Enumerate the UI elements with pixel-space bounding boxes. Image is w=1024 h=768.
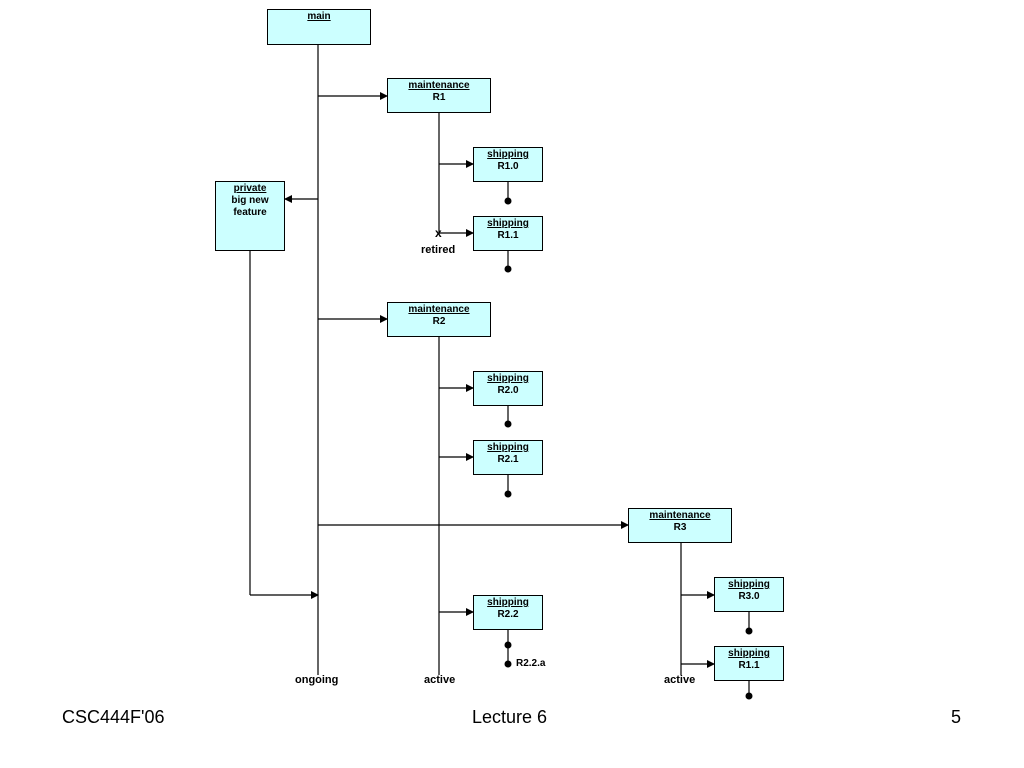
maint-r3-version: R3 [673,522,687,533]
active-r3-label: active [664,674,696,686]
maint-r2-box: maintenance R2 [387,302,491,337]
private-desc: big new feature [231,195,269,218]
maint-r2-version: R2 [432,316,446,327]
ship-r311-end-dot [745,692,753,700]
ship-r20-title: shipping [487,373,529,384]
ship-r10-version: R1.0 [497,161,519,172]
main-branch-box: main [267,9,371,45]
ship-r11-box: shipping R1.1 [473,216,543,251]
course-footer: CSC444F'06 [62,707,165,727]
ongoing-label: ongoing [295,674,339,686]
ship-r20-version: R2.0 [497,385,519,396]
ship-r21-version: R2.1 [497,454,519,465]
ship-r3-r11-box: shipping R1.1 [714,646,784,681]
ship-r22-version: R2.2 [497,609,519,620]
ship-r11-end-dot [504,265,512,273]
active-r2-label: active [424,674,456,686]
maint-r1-box: maintenance R1 [387,78,491,113]
ship-r22-box: shipping R2.2 [473,595,543,630]
r22a-label: R2.2.a [516,658,546,669]
ship-r21-end-dot [504,490,512,498]
retired-label: retired [421,244,456,256]
ship-r30-version: R3.0 [738,591,760,602]
maint-r3-title: maintenance [649,510,711,521]
ship-r30-end-dot [745,627,753,635]
ship-r22a-dot [504,660,512,668]
ship-r10-box: shipping R1.0 [473,147,543,182]
ship-r21-title: shipping [487,442,529,453]
maint-r3-box: maintenance R3 [628,508,732,543]
ship-r21-box: shipping R2.1 [473,440,543,475]
main-branch-title: main [307,11,331,22]
maint-r2-title: maintenance [408,304,470,315]
ship-r10-end-dot [504,197,512,205]
ship-r20-box: shipping R2.0 [473,371,543,406]
ship-r30-title: shipping [728,579,770,590]
page-number: 5 [951,707,962,727]
maint-r1-title: maintenance [408,80,470,91]
ship-r11-title: shipping [487,218,529,229]
ship-r22-title: shipping [487,597,529,608]
private-branch-box: private big new feature [215,181,285,251]
private-title: private [233,183,267,194]
ship-r30-box: shipping R3.0 [714,577,784,612]
ship-r10-title: shipping [487,149,529,160]
lecture-footer: Lecture 6 [472,707,548,727]
ship-r3-r11-version: R1.1 [738,660,760,671]
retired-x-mark: x [435,226,442,240]
ship-r3-r11-title: shipping [728,648,770,659]
ship-r20-end-dot [504,420,512,428]
maint-r1-version: R1 [432,92,446,103]
ship-r22-dot [504,641,512,649]
ship-r11-version: R1.1 [497,230,519,241]
